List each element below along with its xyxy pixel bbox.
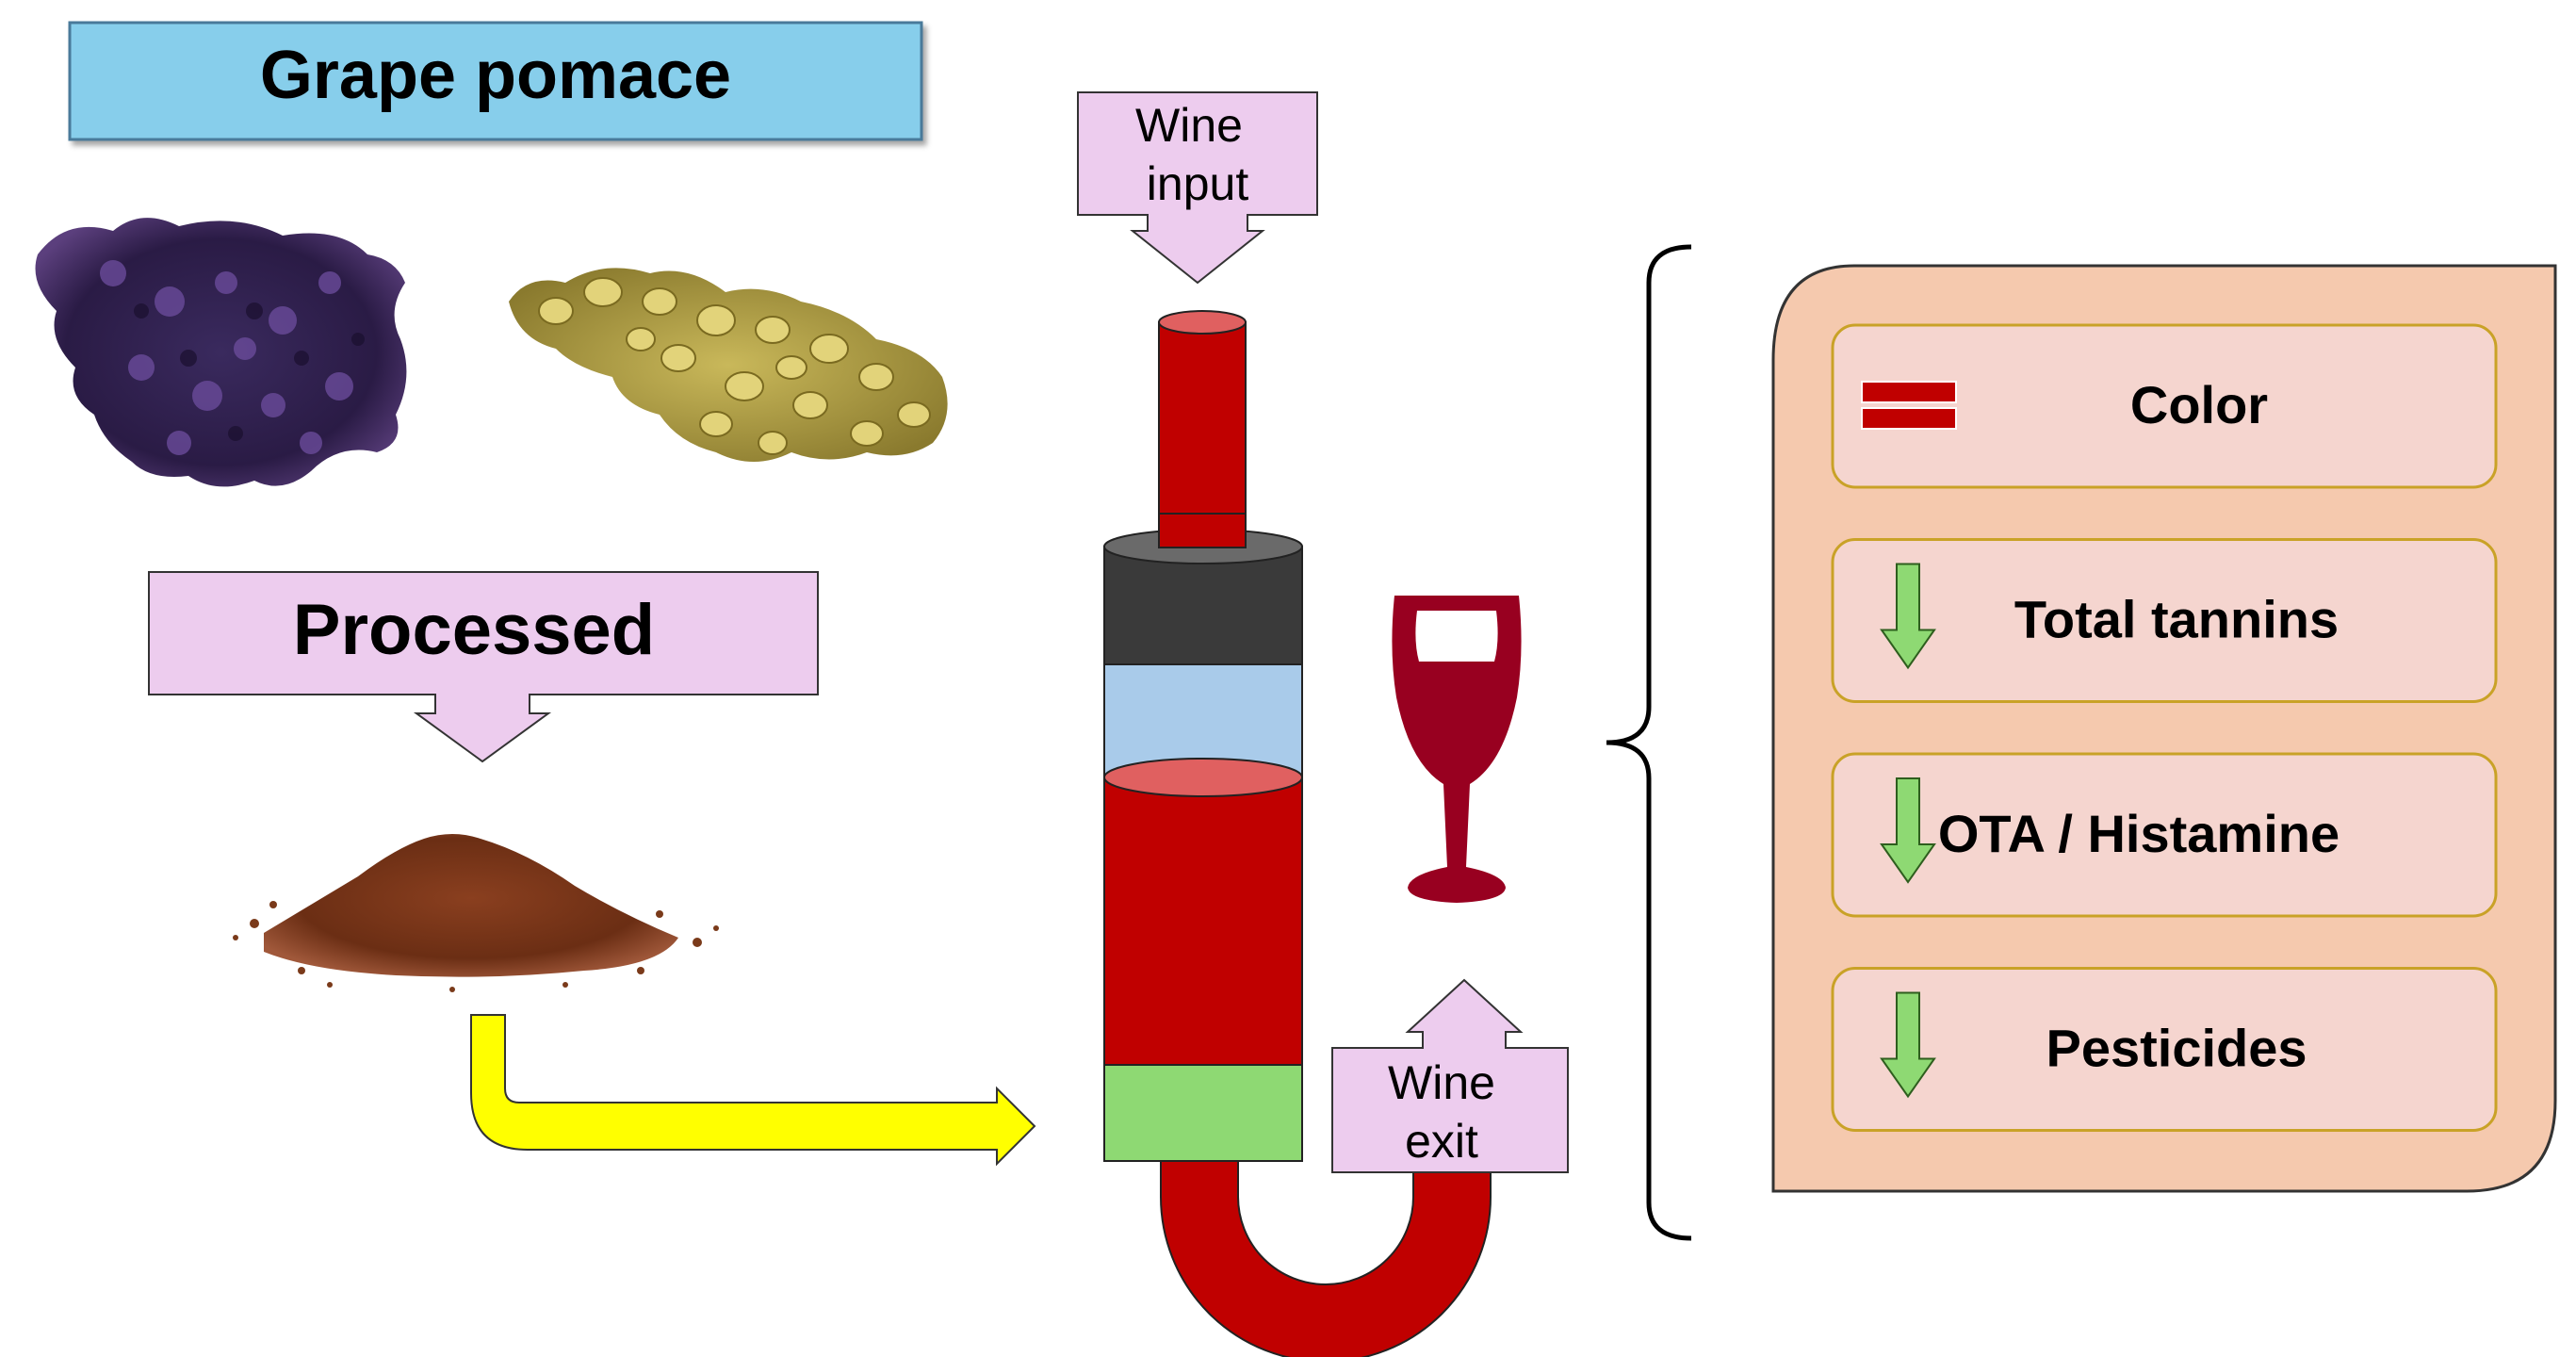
result-row-label: Color (2130, 375, 2268, 434)
white-pomace-image (509, 268, 948, 462)
flow-arrow (470, 1014, 1036, 1167)
result-row-label: OTA / Histamine (1938, 804, 2340, 863)
grape-pomace-title: Grape pomace (68, 21, 923, 141)
result-row: Pesticides (1831, 967, 2498, 1132)
wine-glass-icon (1392, 596, 1522, 903)
outlet-tube (1160, 1160, 1492, 1357)
column (1103, 310, 1492, 1357)
arrow-down-icon (1880, 991, 1936, 1099)
wine-exit-line2: exit (1405, 1115, 1478, 1168)
results-brace (1606, 244, 1692, 1241)
result-row-label: Total tannins (2014, 590, 2339, 649)
inlet-tube (1158, 310, 1247, 549)
purple-pomace-image (35, 218, 407, 487)
result-row-box (1831, 752, 2498, 918)
wine-exit-callout: Wine exit (1331, 978, 1569, 1173)
grape-pomace-label: Grape pomace (260, 38, 731, 113)
result-row-box (1831, 538, 2498, 703)
result-row-box (1831, 967, 2498, 1132)
column-cap (1103, 513, 1303, 665)
result-row: Total tannins (1831, 538, 2498, 703)
wine-input-line1: Wine (1135, 99, 1243, 152)
wine-input-callout: Wine input (1077, 91, 1318, 285)
wine-input-line2: input (1147, 157, 1249, 210)
result-row-label: Pesticides (2046, 1019, 2307, 1078)
column-filter (1103, 1064, 1303, 1162)
pomace-powder-image (233, 834, 719, 992)
processed-callout: Processed (148, 571, 819, 763)
arrow-down-icon (1880, 563, 1936, 670)
equal-icon (1861, 381, 1957, 430)
processed-label: Processed (293, 590, 655, 670)
result-row: OTA / Histamine (1831, 752, 2498, 918)
arrow-down-icon (1880, 777, 1936, 884)
result-row-box (1831, 323, 2498, 489)
wine-exit-line1: Wine (1388, 1056, 1495, 1109)
pomace-bed (1103, 758, 1303, 1066)
result-row: Color (1831, 323, 2498, 489)
